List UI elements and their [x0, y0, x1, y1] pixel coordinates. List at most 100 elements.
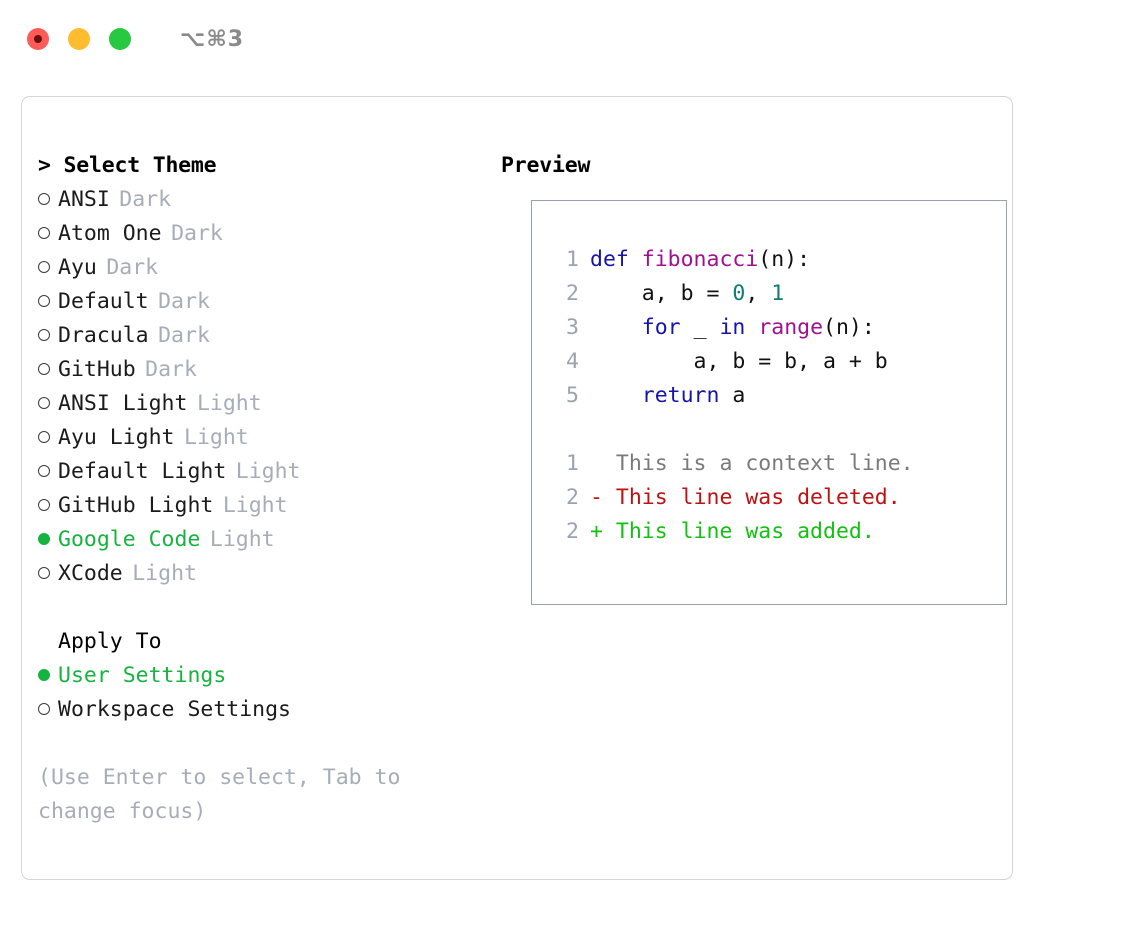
- code-token-fn: fibonacci: [641, 247, 759, 272]
- radio-unselected-icon: [38, 455, 58, 489]
- code-token-pln: [590, 315, 642, 340]
- list-item[interactable]: Default Light Light: [38, 455, 488, 489]
- code-token-num: 0: [732, 281, 746, 306]
- list-item-kind-badge: Light: [222, 493, 288, 518]
- code-token-num: 1: [771, 281, 785, 306]
- list-item-label: Workspace Settings: [58, 697, 291, 722]
- code-token-pln: [590, 383, 642, 408]
- list-item-kind-badge: Light: [184, 425, 249, 450]
- list-item[interactable]: Default Dark: [38, 285, 488, 319]
- code-blank-line: [553, 413, 993, 447]
- list-item-kind-badge: Light: [235, 459, 301, 484]
- list-item-kind-badge: Dark: [158, 323, 210, 348]
- code-token-kw: return: [641, 383, 720, 408]
- list-item[interactable]: Workspace Settings: [38, 693, 488, 727]
- line-number: 1: [566, 247, 579, 272]
- list-item[interactable]: Dracula Dark: [38, 319, 488, 353]
- list-item[interactable]: Atom One Dark: [38, 217, 488, 251]
- line-number: 2: [566, 281, 579, 306]
- radio-dot: [38, 567, 50, 579]
- radio-unselected-icon: [38, 421, 58, 455]
- code-line-text: def fibonacci(n):: [590, 243, 810, 277]
- list-item-label: User Settings: [58, 663, 227, 688]
- code-line: 2 a, b = 0, 1: [553, 277, 993, 311]
- radio-unselected-icon: [38, 557, 58, 591]
- radio-unselected-icon: [38, 387, 58, 421]
- line-number: 4: [566, 349, 579, 374]
- diff-line: 1 This is a context line.: [553, 447, 993, 481]
- radio-dot: [38, 703, 50, 715]
- diff-line-text: This line was deleted.: [615, 485, 901, 510]
- diff-line-text: This is a context line.: [615, 451, 914, 476]
- code-token-pln: a, b = b, a + b: [590, 349, 888, 374]
- code-token-pln: _: [680, 315, 720, 340]
- list-item[interactable]: Ayu Dark: [38, 251, 488, 285]
- list-item-kind-badge: Dark: [171, 221, 223, 246]
- code-line-text: return a: [590, 379, 746, 413]
- line-number: 5: [566, 383, 579, 408]
- maximize-button[interactable]: [109, 28, 131, 50]
- diff-line: 2+ This line was added.: [553, 515, 993, 549]
- list-item[interactable]: User Settings: [38, 659, 488, 693]
- list-item-label: Atom One: [58, 221, 162, 246]
- code-token-pln: (n):: [823, 315, 875, 340]
- code-line: 1 def fibonacci(n):: [553, 243, 993, 277]
- list-item-label: Ayu: [58, 255, 97, 280]
- list-item-kind-badge: Light: [132, 561, 197, 586]
- traffic-light-group: [27, 28, 131, 50]
- list-item-label: Google Code: [58, 527, 201, 552]
- radio-dot: [38, 669, 50, 681]
- code-token-pln: (n):: [758, 247, 811, 272]
- radio-unselected-icon: [38, 217, 58, 251]
- code-line: 3 for _ in range(n):: [553, 311, 993, 345]
- list-item-label: Default: [58, 289, 149, 314]
- line-number: 1: [566, 451, 579, 476]
- radio-dot: [38, 329, 50, 341]
- radio-unselected-icon: [38, 183, 58, 217]
- list-spacer: [38, 591, 488, 625]
- close-button[interactable]: [27, 28, 49, 50]
- radio-dot: [38, 295, 50, 307]
- diff-line: 2- This line was deleted.: [553, 481, 993, 515]
- list-item-label: XCode: [58, 561, 123, 586]
- radio-unselected-icon: [38, 353, 58, 387]
- list-item-label: Dracula: [58, 323, 149, 348]
- select-theme-heading: > Select Theme: [38, 153, 217, 178]
- code-token-kw: for: [641, 315, 681, 340]
- list-item-kind-badge: Dark: [158, 289, 210, 314]
- list-item[interactable]: XCode Light: [38, 557, 488, 591]
- line-number: 3: [566, 315, 579, 340]
- list-item-kind-badge: Dark: [106, 255, 159, 280]
- radio-dot: [38, 397, 50, 409]
- code-line: 4 a, b = b, a + b: [553, 345, 993, 379]
- radio-dot: [38, 227, 50, 239]
- list-item-label: Default Light: [58, 459, 227, 484]
- list-item[interactable]: Google Code Light: [38, 523, 488, 557]
- keyboard-shortcut-label: ⌥⌘3: [180, 26, 245, 52]
- preview-heading: Preview: [501, 153, 591, 178]
- minimize-button[interactable]: [68, 28, 90, 50]
- diff-marker: -: [590, 485, 616, 510]
- radio-unselected-icon: [38, 251, 58, 285]
- code-line-text: for _ in range(n):: [590, 311, 875, 345]
- list-item-kind-badge: Light: [196, 391, 262, 416]
- radio-unselected-icon: [38, 489, 58, 523]
- radio-selected-icon: [38, 659, 58, 693]
- code-token-pln: a, b =: [590, 281, 733, 306]
- radio-dot: [38, 465, 50, 477]
- code-token-fn: range: [758, 315, 824, 340]
- keyboard-hint-text: (Use Enter to select, Tab to change focu…: [38, 765, 414, 824]
- list-item-kind-badge: Light: [209, 527, 275, 552]
- radio-selected-icon: [38, 523, 58, 557]
